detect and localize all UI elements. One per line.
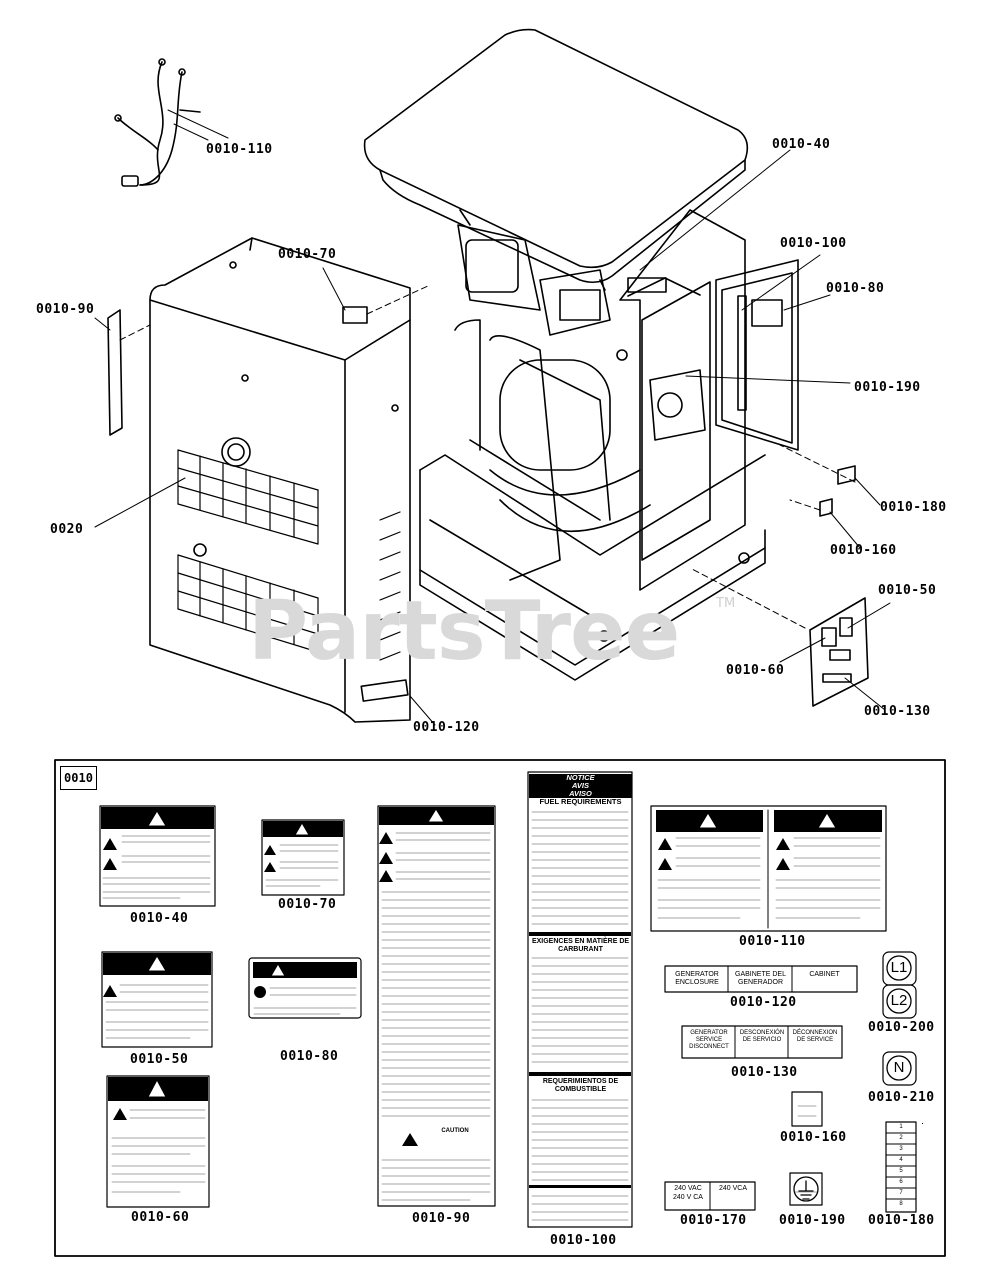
callout-0010-80: 0010-80 <box>826 281 885 296</box>
callout-0010-100: 0010-100 <box>780 236 847 251</box>
callout-0010-110: 0010-110 <box>206 142 273 157</box>
decal-170-text-c: 240 VCA <box>718 1185 748 1192</box>
decal-outlines <box>99 771 917 1228</box>
fuel-requirements-es: REQUERIMIENTOS DE COMBUSTIBLE <box>542 1078 619 1093</box>
decal-180-number: 7 <box>899 1190 903 1196</box>
l2-symbol: L2 <box>890 992 908 1009</box>
caption-0010-200: 0010-200 <box>868 1020 935 1035</box>
decal-170-text-b: 240 V CA <box>673 1194 703 1201</box>
generator-frame <box>419 224 766 681</box>
symbol-circles <box>793 955 912 1202</box>
callout-0010-90: 0010-90 <box>36 302 95 317</box>
caption-0010-60: 0010-60 <box>131 1210 190 1225</box>
caption-0010-70: 0010-70 <box>278 897 337 912</box>
caption-0010-210: 0010-210 <box>868 1090 935 1105</box>
callout-0010-130: 0010-130 <box>864 704 931 719</box>
wire-harness <box>114 58 229 187</box>
caption-0010-130: 0010-130 <box>731 1065 798 1080</box>
decal-180-number: 8 <box>899 1201 903 1207</box>
front-louvers <box>177 449 401 661</box>
callout-0010-60: 0010-60 <box>726 663 785 678</box>
caption-0010-50: 0010-50 <box>130 1052 189 1067</box>
fuel-requirements-fr: EXIGENCES EN MATIÈRE DE CARBURANT <box>531 938 630 953</box>
leader-lines <box>94 149 891 726</box>
callout-0010-160: 0010-160 <box>830 543 897 558</box>
decal-180-number: 4 <box>899 1157 903 1163</box>
callout-0010-70: 0010-70 <box>278 247 337 262</box>
decal-180-small <box>837 465 856 485</box>
notice-fr: AVIS <box>572 781 589 790</box>
caption-0010-180: 0010-180 <box>868 1213 935 1228</box>
l1-symbol: L1 <box>890 959 908 976</box>
decal-180-number: 1 <box>899 1124 903 1130</box>
trademark-mark: TM <box>716 596 736 611</box>
caption-0010-90: 0010-90 <box>412 1211 471 1226</box>
decal-130-text-c: DÉCONNEXION DE SERVICE <box>792 1030 838 1043</box>
callout-0010-40: 0010-40 <box>772 137 831 152</box>
decal-70-small <box>342 306 368 324</box>
notice-es: AVISO <box>569 789 592 798</box>
decal-130-text-b: DESCONEXIÓN DE SERVICIO <box>739 1030 785 1043</box>
small-hazard-icons <box>103 832 790 1146</box>
callout-0010-180: 0010-180 <box>880 500 947 515</box>
notice-en: NOTICE <box>566 773 595 782</box>
decal-fine-print <box>102 811 881 1221</box>
decal-160-small <box>819 498 833 517</box>
decal-130-text-a: GENERATOR SERVICE DISCONNECT <box>689 1030 729 1050</box>
control-door <box>715 259 799 451</box>
neutral-symbol: N <box>893 1059 905 1076</box>
decal-180-number: 5 <box>899 1168 903 1174</box>
caption-0010-40: 0010-40 <box>130 911 189 926</box>
decal-180-number: 2 <box>899 1135 903 1141</box>
rear-panel <box>619 209 746 591</box>
decal-120-text-c: CABINET <box>809 971 840 978</box>
caution-label: CAUTION <box>441 1128 469 1134</box>
callout-0010-190: 0010-190 <box>854 380 921 395</box>
decal-group-tag: 0010 <box>60 766 97 790</box>
caption-0010-110: 0010-110 <box>739 934 806 949</box>
warning-triangle-icons <box>147 808 837 1098</box>
caption-0010-170: 0010-170 <box>680 1213 747 1228</box>
decal-frame <box>54 759 946 1257</box>
caption-0010-120: 0010-120 <box>730 995 797 1010</box>
notice-header: NOTICE AVIS AVISO <box>529 774 632 798</box>
decal-170-text-a: 240 VAC <box>674 1185 702 1192</box>
decal-120-text-a: GENERATOR ENCLOSURE <box>675 971 719 986</box>
side-trim-strip <box>107 309 123 436</box>
decal-120-text-b: GABINETE DEL GENERADOR <box>735 971 786 986</box>
decal-180-number: 6 <box>899 1179 903 1185</box>
front-enclosure <box>149 237 411 723</box>
caption-0010-80: 0010-80 <box>280 1049 339 1064</box>
callout-0010-120: 0010-120 <box>413 720 480 735</box>
decal-dividers <box>709 809 917 1211</box>
caption-0010-160: 0010-160 <box>780 1130 847 1145</box>
cover-plate <box>809 597 869 707</box>
caption-0010-190: 0010-190 <box>779 1213 846 1228</box>
callout-0020: 0020 <box>50 522 84 537</box>
fuel-requirements-title: FUEL REQUIREMENTS <box>539 797 622 806</box>
callout-0010-50: 0010-50 <box>878 583 937 598</box>
watermark: PartsTree <box>248 584 680 679</box>
decal-180-number: 3 <box>899 1146 903 1152</box>
enclosure-lid <box>363 28 749 291</box>
caption-0010-100: 0010-100 <box>550 1233 617 1248</box>
